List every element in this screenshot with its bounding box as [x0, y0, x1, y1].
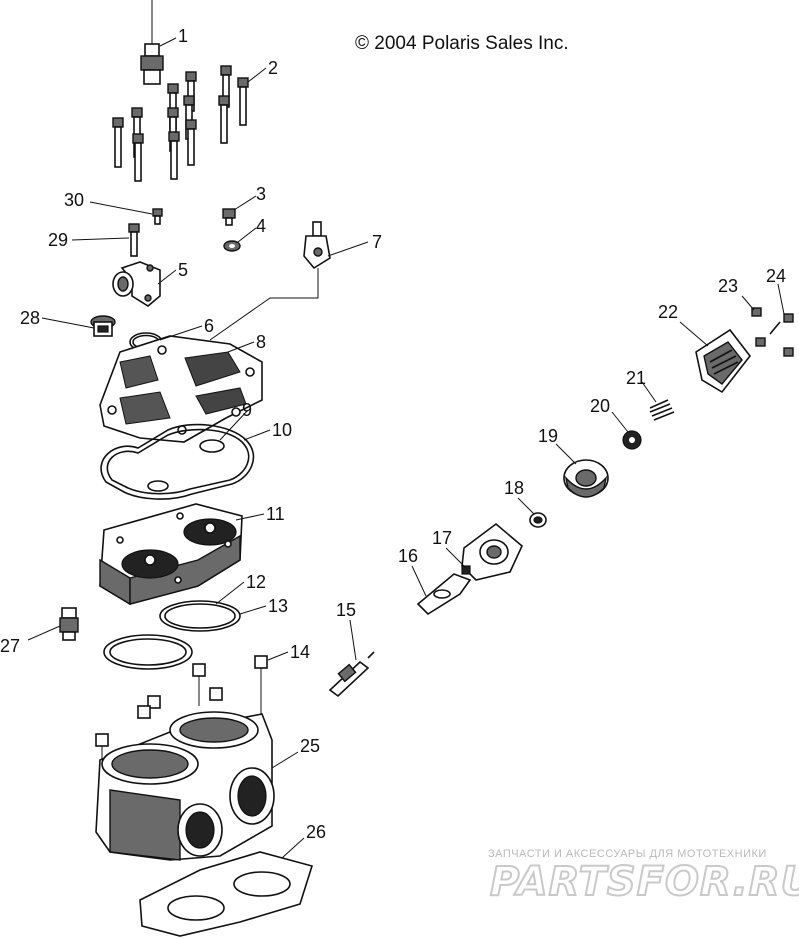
callout-11: 11 — [266, 504, 285, 524]
part-10-head-gasket — [100, 423, 255, 500]
callout-2: 2 — [268, 58, 278, 78]
part-21-spring — [649, 399, 675, 421]
leader-lines — [27, 37, 785, 859]
part-25-cylinder — [95, 711, 275, 861]
callout-6: 6 — [204, 316, 214, 336]
callout-19: 19 — [538, 426, 558, 446]
callout-3: 3 — [256, 184, 266, 204]
part-29-bolt — [128, 223, 140, 257]
callout-5: 5 — [178, 260, 188, 280]
callout-17: 17 — [432, 528, 452, 548]
callout-29: 29 — [48, 230, 68, 250]
part-28-thermostat — [90, 315, 116, 337]
callout-25: 25 — [300, 736, 320, 756]
callout-24: 24 — [766, 266, 786, 286]
part-17-pump-housing — [461, 522, 523, 581]
part-11-cylinder-head — [99, 503, 243, 606]
callout-20: 20 — [590, 396, 610, 416]
part-1-sender — [140, 0, 164, 85]
part-3-screw — [222, 208, 236, 226]
callout-23: 23 — [718, 276, 738, 296]
callout-1: 1 — [178, 26, 188, 46]
part-22-pump-cover — [695, 328, 752, 394]
watermark-tagline: ЗАПЧАСТИ И АКСЕССУАРЫ ДЛЯ МОТОТЕХНИКИ — [488, 848, 767, 860]
callout-10: 10 — [272, 420, 292, 440]
part-12-13-o-rings — [103, 600, 241, 670]
callout-30: 30 — [64, 190, 84, 210]
callout-4: 4 — [256, 216, 266, 236]
callout-15: 15 — [336, 600, 356, 620]
part-4-washer — [223, 240, 241, 252]
part-18-seal — [529, 512, 547, 528]
part-26-base-gasket — [139, 851, 314, 937]
callout-14: 14 — [290, 642, 310, 662]
copyright-text: © 2004 Polaris Sales Inc. — [355, 33, 569, 54]
watermark-brand: PARTSFOR.RU — [490, 859, 799, 905]
callout-28: 28 — [20, 308, 40, 328]
part-2-head-bolts — [112, 65, 249, 182]
part-7-fitting — [209, 221, 331, 341]
part-16-pump-gasket — [416, 573, 472, 616]
part-27-fitting — [59, 607, 79, 641]
part-23-24-screws — [751, 307, 794, 357]
part-20-gear — [622, 430, 642, 450]
callout-8: 8 — [256, 332, 266, 352]
part-30-screw — [152, 208, 163, 225]
part-19-impeller — [563, 459, 609, 498]
part-8-head-cover — [99, 335, 263, 443]
callout-22: 22 — [658, 302, 678, 322]
callout-13: 13 — [268, 596, 288, 616]
callout-labels: 1 2 3 4 5 6 7 8 9 10 11 12 13 14 15 16 1… — [0, 26, 786, 842]
part-15-spark-plug — [328, 651, 375, 698]
part-5-thermostat-housing — [112, 261, 161, 307]
callout-27: 27 — [0, 636, 20, 656]
callout-16: 16 — [398, 546, 418, 566]
callout-18: 18 — [504, 478, 524, 498]
callout-9: 9 — [242, 400, 252, 420]
watermark: ЗАПЧАСТИ И АКСЕССУАРЫ ДЛЯ МОТОТЕХНИКИ PA… — [488, 848, 799, 906]
callout-21: 21 — [626, 368, 646, 388]
callout-12: 12 — [246, 572, 266, 592]
callout-7: 7 — [372, 232, 382, 252]
callout-26: 26 — [306, 822, 326, 842]
part-14-nuts — [95, 655, 268, 800]
